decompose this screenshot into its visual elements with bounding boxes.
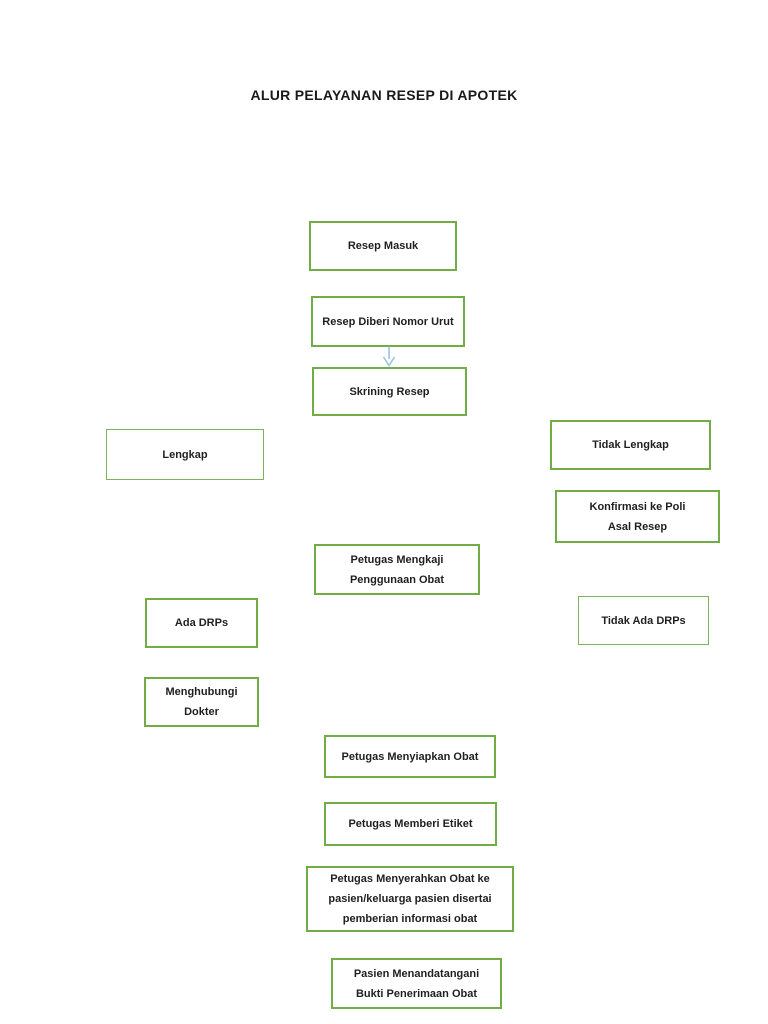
node-konfirmasi-ke-poli-asal-resep: Konfirmasi ke Poli Asal Resep (555, 490, 720, 543)
node-petugas-memberi-etiket-label: Petugas Memberi Etiket (348, 818, 473, 830)
node-petugas-menyiapkan-obat: Petugas Menyiapkan Obat (324, 735, 496, 778)
node-petugas-menyerahkan-obat: Petugas Menyerahkan Obat ke pasien/kelua… (306, 866, 514, 932)
node-lengkap-label: Lengkap (162, 448, 208, 461)
diagram-title: ALUR PELAYANAN RESEP DI APOTEK (250, 87, 518, 103)
node-ada-drps-label: Ada DRPs (174, 617, 229, 629)
node-tidak-ada-drps: Tidak Ada DRPs (578, 596, 709, 645)
node-petugas-mengkaji-label: Petugas Mengkaji Penggunaan Obat (349, 553, 445, 586)
node-skrining-resep: Skrining Resep (312, 367, 467, 416)
node-konfirmasi-label: Konfirmasi ke Poli Asal Resep (589, 500, 686, 533)
node-menghubungi-dokter: Menghubungi Dokter (144, 677, 259, 727)
node-pasien-menandatangani-bukti: Pasien Menandatangani Bukti Penerimaan O… (331, 958, 502, 1009)
node-tidak-ada-drps-label: Tidak Ada DRPs (601, 614, 686, 627)
node-resep-diberi-nomor-urut-label: Resep Diberi Nomor Urut (322, 315, 454, 328)
node-lengkap: Lengkap (106, 429, 264, 480)
node-pasien-menandatangani-label: Pasien Menandatangani Bukti Penerimaan O… (353, 967, 480, 1000)
node-resep-masuk: Resep Masuk (309, 221, 457, 271)
node-skrining-resep-label: Skrining Resep (349, 385, 430, 398)
node-ada-drps: Ada DRPs (145, 598, 258, 648)
node-resep-masuk-label: Resep Masuk (347, 240, 419, 252)
node-resep-diberi-nomor-urut: Resep Diberi Nomor Urut (311, 296, 465, 347)
node-petugas-mengkaji-penggunaan-obat: Petugas Mengkaji Penggunaan Obat (314, 544, 480, 595)
node-petugas-menyiapkan-obat-label: Petugas Menyiapkan Obat (341, 750, 479, 763)
node-menghubungi-dokter-label: Menghubungi Dokter (165, 686, 238, 718)
node-petugas-menyerahkan-obat-label: Petugas Menyerahkan Obat ke pasien/kelua… (328, 873, 492, 925)
down-arrow-icon (382, 346, 396, 367)
node-petugas-memberi-etiket: Petugas Memberi Etiket (324, 802, 497, 846)
node-tidak-lengkap-label: Tidak Lengkap (592, 439, 669, 451)
node-tidak-lengkap: Tidak Lengkap (550, 420, 711, 470)
